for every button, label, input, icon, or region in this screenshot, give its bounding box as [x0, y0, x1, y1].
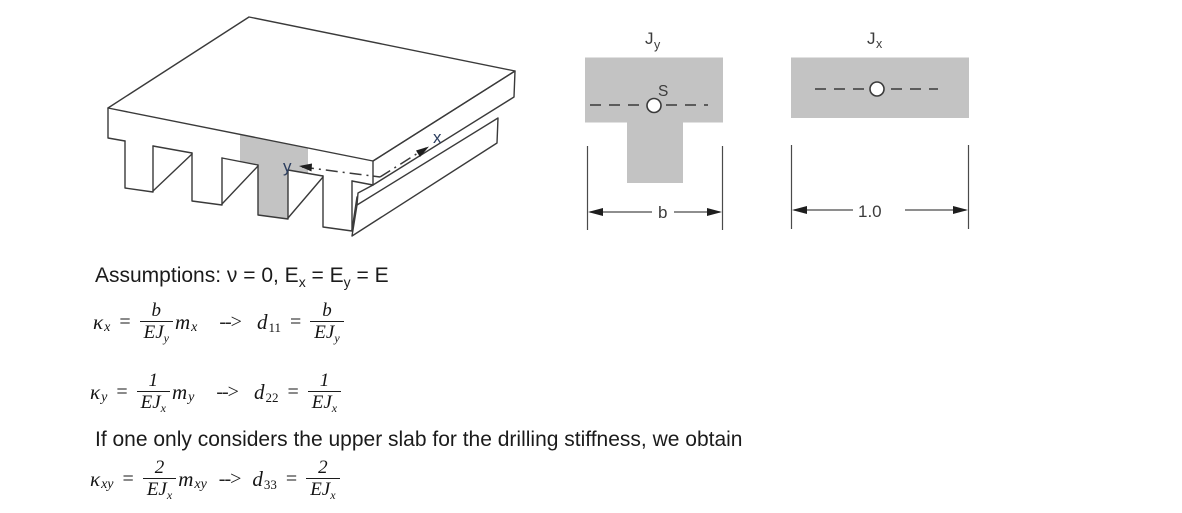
- y-axis-dashdot-line: [301, 166, 381, 178]
- slab-right-face: [372, 70, 516, 186]
- slab-top-face: [107, 16, 516, 162]
- kappa-subscript: xy: [101, 477, 114, 492]
- slab-rib-diagonal-4: [351, 196, 358, 231]
- t-section-centroid-label: S: [658, 83, 668, 100]
- slab-rib-tooth-3-gray: [257, 164, 289, 220]
- fraction-2: b EJy: [310, 299, 344, 345]
- d-subscript: 11: [268, 320, 281, 335]
- assumptions-line: Assumptions: ν = 0, Ex = Ey = E: [95, 264, 389, 290]
- d-subscript: 22: [265, 390, 279, 405]
- fraction-denominator: EJx: [142, 477, 177, 502]
- equals-sign-2: =: [285, 467, 298, 490]
- equals-sign: =: [116, 380, 128, 403]
- fraction-denominator: EJx: [136, 390, 170, 415]
- t-dim-label: b: [658, 203, 667, 222]
- slab-rib-tooth-1: [124, 140, 154, 193]
- slab-band-seg-2: [221, 157, 259, 166]
- rect-section-centroid-marker: [869, 81, 885, 97]
- fraction-numerator: b: [151, 299, 162, 321]
- slab-beam-step: [356, 184, 374, 206]
- kappa-subscript: y: [101, 390, 108, 405]
- rect-dim-arrow-left-icon: [792, 206, 807, 214]
- equals-sign: =: [119, 310, 131, 333]
- fraction-2-denominator: EJy: [310, 320, 344, 345]
- x-axis-dashdot-line: [379, 147, 427, 178]
- equals-sign-2: =: [287, 380, 299, 403]
- x-axis-arrowhead-icon: [416, 146, 429, 157]
- kappa-symbol: κ: [90, 466, 101, 491]
- t-dim-arrow-left-icon: [588, 208, 603, 216]
- assumptions-sub-y: y: [343, 274, 351, 291]
- assumptions-sub-x: x: [298, 274, 306, 291]
- fraction-numerator: 1: [148, 369, 159, 391]
- slab-3d-figure: [107, 16, 516, 237]
- equals-sign-2: =: [290, 310, 302, 333]
- y-axis-label: y: [283, 157, 292, 176]
- slab-left-edge: [107, 107, 126, 142]
- moment-subscript: y: [188, 390, 195, 405]
- slab-rib-diagonal-3: [287, 176, 324, 219]
- fraction: 2 EJx: [142, 456, 177, 502]
- slab-rib-tooth-4: [322, 175, 353, 232]
- slab-gray-t-highlight: [240, 134, 308, 219]
- rect-section-diagram: J x 1.0: [790, 29, 970, 229]
- kappa-symbol: κ: [93, 309, 104, 334]
- d-symbol: d: [256, 309, 268, 334]
- rect-section-label: J: [867, 29, 876, 48]
- fraction-2-numerator: 2: [318, 456, 328, 478]
- d-symbol: d: [252, 466, 263, 491]
- t-section-diagram: J y S b: [585, 29, 724, 230]
- x-axis-label: x: [433, 128, 442, 147]
- assumptions-text-1: Assumptions: ν = 0, E: [95, 264, 299, 287]
- fraction-denominator: EJy: [139, 320, 173, 345]
- drilling-stiffness-sentence: If one only considers the upper slab for…: [95, 428, 743, 451]
- equals-sign: =: [122, 467, 134, 490]
- kappa-subscript: x: [104, 320, 111, 335]
- rect-section-label-sub: x: [876, 37, 883, 51]
- fraction-2-denominator: EJx: [306, 477, 340, 502]
- slab-band-seg-3: [287, 169, 324, 177]
- t-section-centroid-marker: [646, 97, 662, 114]
- fraction-2-denominator: EJx: [307, 390, 342, 415]
- t-dim-arrow-right-icon: [707, 208, 722, 216]
- moment-symbol: m: [178, 466, 194, 491]
- arrow-text: -->: [216, 380, 239, 403]
- fraction-2: 1 EJx: [307, 369, 342, 415]
- fraction-2-numerator: 1: [319, 369, 330, 391]
- y-axis-arrowhead-icon: [299, 163, 312, 172]
- t-section-label: J: [645, 29, 654, 48]
- arrow-text: -->: [218, 467, 242, 490]
- slab-rib-tooth-2: [191, 152, 223, 206]
- moment-symbol: m: [174, 309, 191, 334]
- fraction-2-numerator: b: [322, 299, 332, 321]
- moment-subscript: xy: [194, 477, 207, 492]
- d-symbol: d: [253, 379, 265, 404]
- fraction-2: 2 EJx: [306, 456, 340, 502]
- slab-axes: x y: [283, 128, 442, 178]
- arrow-text: -->: [219, 310, 242, 333]
- moment-symbol: m: [171, 379, 188, 404]
- slab-rib-diagonal-2: [221, 165, 259, 205]
- d-subscript: 33: [263, 477, 277, 492]
- slab-band-seg-4: [351, 180, 374, 186]
- slab-edge-beam: [351, 117, 499, 237]
- assumptions-text-2: = E: [305, 264, 344, 287]
- moment-subscript: x: [191, 320, 198, 335]
- t-section-web: [627, 122, 683, 183]
- slab-rib-diagonal-1: [152, 153, 193, 192]
- rect-dim-label: 1.0: [858, 202, 882, 221]
- kappa-symbol: κ: [90, 379, 101, 404]
- t-section-label-sub: y: [654, 38, 661, 52]
- assumptions-text-3: = E: [350, 264, 389, 287]
- slab-band-seg-1: [152, 145, 193, 154]
- fraction: b EJy: [139, 299, 173, 345]
- fraction-numerator: 2: [154, 456, 165, 478]
- rect-dim-arrow-right-icon: [953, 206, 968, 214]
- fraction: 1 EJx: [136, 369, 170, 415]
